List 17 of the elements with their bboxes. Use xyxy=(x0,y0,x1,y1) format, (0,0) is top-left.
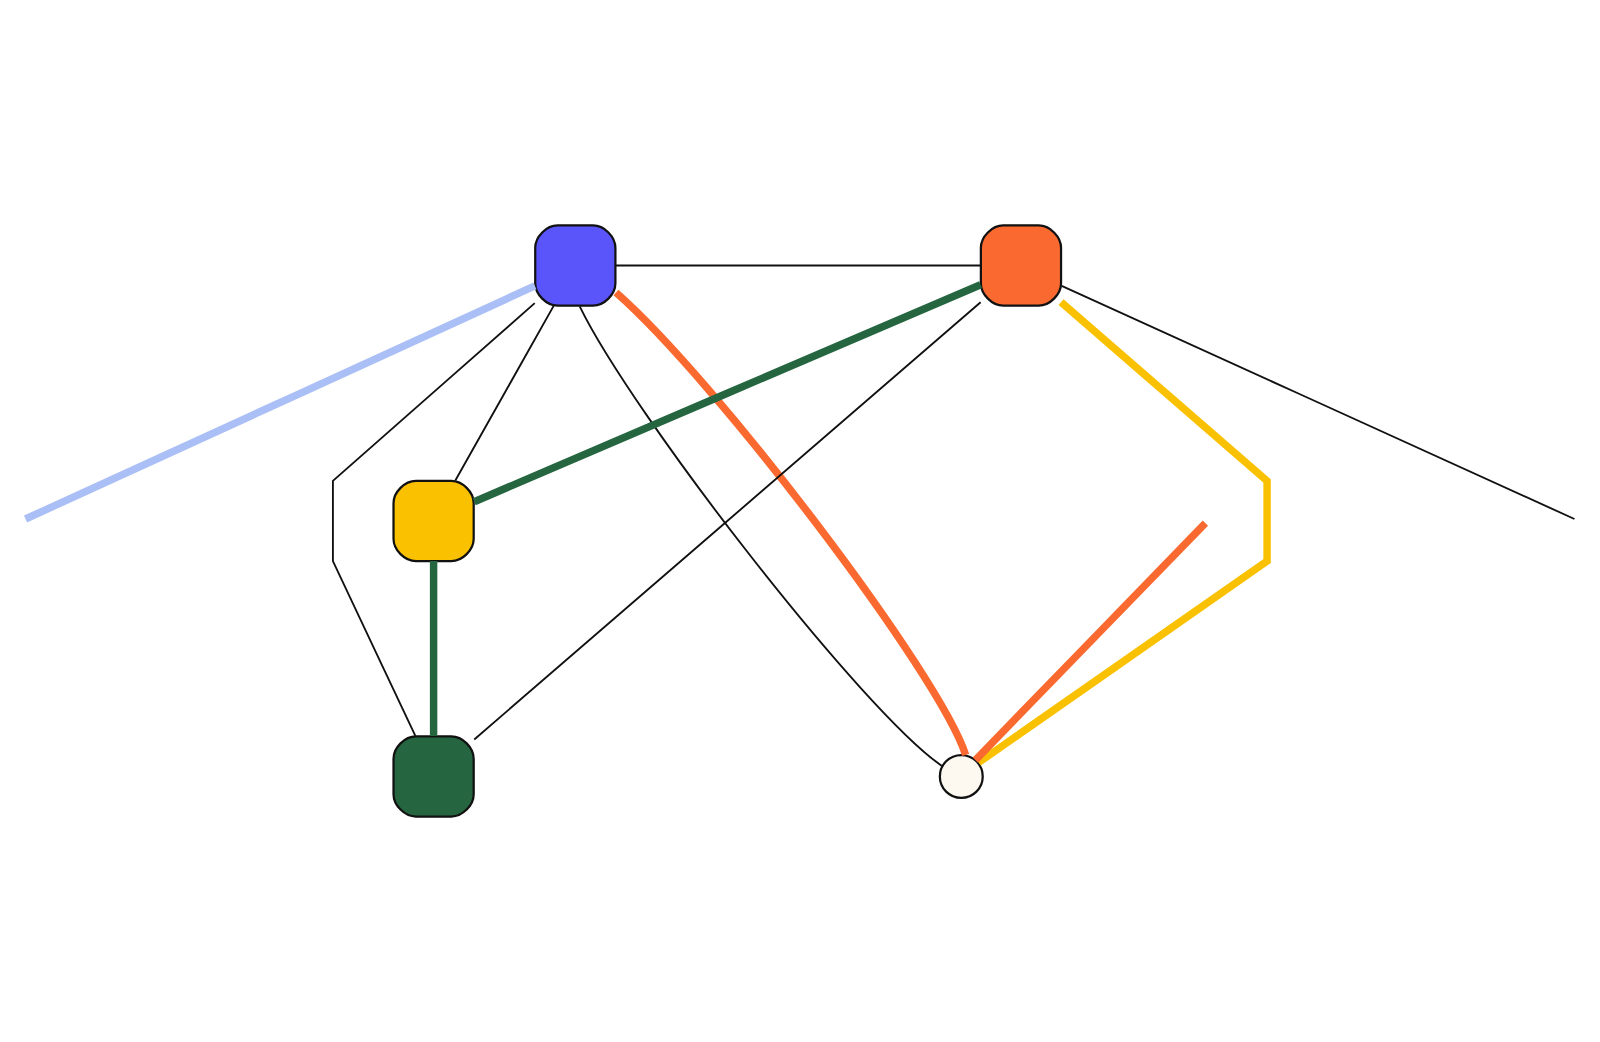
connector xyxy=(472,281,983,506)
node-circle xyxy=(938,753,984,799)
connector xyxy=(429,561,438,736)
connector xyxy=(332,302,536,737)
connector xyxy=(972,520,1209,763)
connector xyxy=(976,299,1271,766)
connector xyxy=(1060,285,1576,520)
connector xyxy=(454,304,555,482)
node-box xyxy=(534,224,617,307)
connector xyxy=(23,282,537,523)
connector xyxy=(473,301,982,741)
connector xyxy=(613,289,970,757)
node-box xyxy=(392,735,475,818)
node-box xyxy=(392,479,475,563)
node-box xyxy=(979,224,1063,307)
connector xyxy=(615,264,982,267)
connector xyxy=(578,305,944,768)
